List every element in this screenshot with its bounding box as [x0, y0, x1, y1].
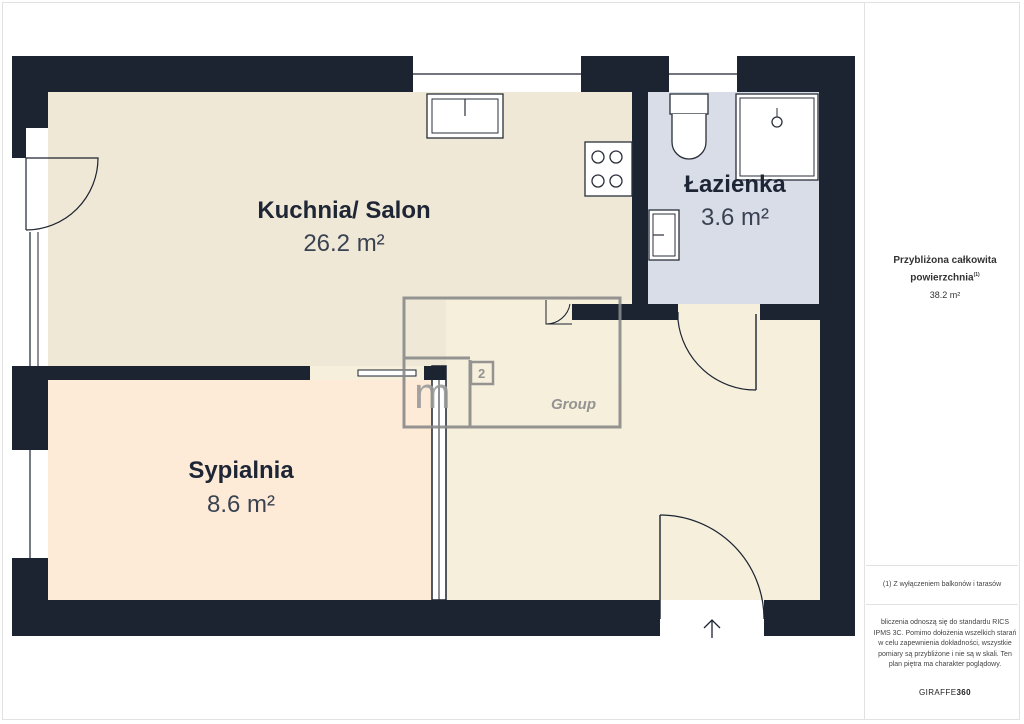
footnote: (1) Z wyłączeniem balkonów i tarasów: [866, 565, 1018, 605]
entry-arrow-icon: [703, 619, 721, 638]
floor-plan: m 2 Group Kuchnia/ Salon 26.2 m² Łazienk…: [12, 56, 855, 638]
watermark-text: Group: [551, 396, 596, 413]
watermark-letter: m: [414, 369, 451, 418]
window-top-kitchen: [413, 56, 581, 92]
window-top-bathroom: [669, 56, 737, 92]
area-summary: Przybliżona całkowita powierzchnia(1) 38…: [872, 254, 1018, 302]
room-name-bedroom: Sypialnia: [188, 457, 294, 484]
shower-icon: [735, 93, 819, 181]
wall-stub: [424, 366, 446, 380]
window-left-bedroom: [12, 450, 48, 558]
room-area-kitchen-salon: 26.2 m²: [303, 230, 384, 257]
toilet-icon: [669, 93, 709, 160]
room-area-bedroom: 8.6 m²: [207, 491, 275, 518]
window-left-kitchen: [12, 232, 48, 366]
bedroom-floor: [48, 380, 432, 600]
wall-kitchen-bathroom: [632, 56, 648, 320]
summary-total-area: 38.2 m²: [929, 290, 961, 301]
bathroom-door: [677, 304, 760, 391]
washbasin-icon: [648, 209, 680, 261]
wall-kitchen-bedroom: [40, 366, 310, 380]
sink-icon: [426, 93, 504, 139]
room-name-bathroom: Łazienka: [684, 171, 786, 198]
summary-label-text: Przybliżona całkowita powierzchnia: [893, 255, 997, 284]
sidebar-divider: [864, 2, 865, 720]
watermark-superscript: 2: [478, 366, 485, 381]
balcony-door: [12, 128, 99, 232]
brand-logo: GIRAFFE360: [872, 688, 1018, 697]
room-name-kitchen-salon: Kuchnia/ Salon: [257, 197, 430, 224]
summary-footnote-marker: (1): [973, 272, 980, 278]
brand-part1: GIRAFFE: [918, 688, 957, 697]
wall-bathroom-hall-right: [760, 304, 820, 320]
hallway-floor: [446, 320, 820, 600]
stove-icon: [584, 141, 633, 197]
bedroom-sliding-door: [357, 369, 417, 377]
wall-bathroom-hall: [572, 304, 678, 320]
brand-part2: 360: [956, 688, 972, 697]
summary-label: Przybliżona całkowita powierzchnia(1): [872, 254, 1018, 285]
watermark-logo: m 2 Group: [402, 296, 622, 429]
disclaimer: bliczenia odnoszą się do standardu RICS …: [873, 619, 1017, 668]
kitchen-hall-door: [545, 300, 572, 325]
room-area-bathroom: 3.6 m²: [701, 204, 769, 231]
